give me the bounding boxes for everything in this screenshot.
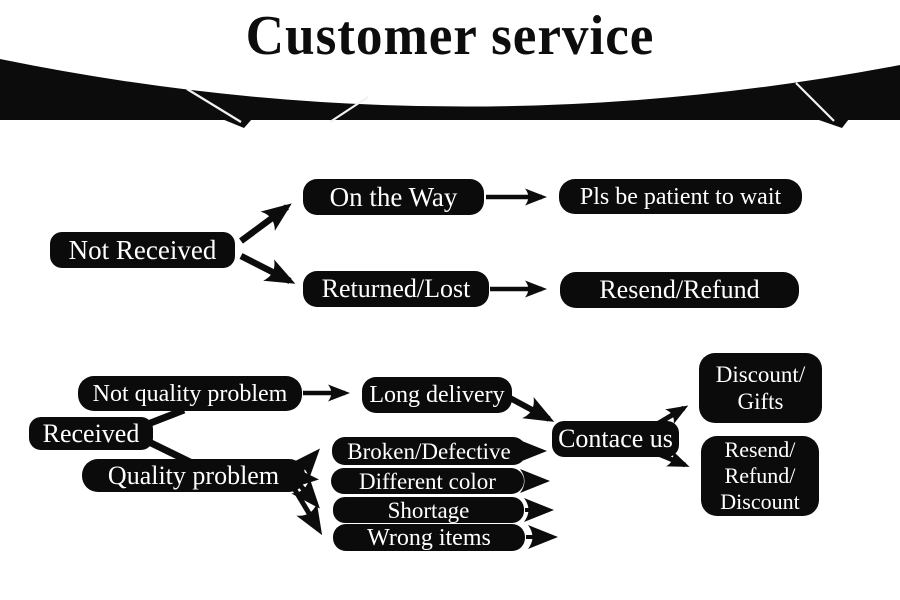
node-pls-be-patient: Pls be patient to wait <box>559 179 802 214</box>
flow2-arrows <box>145 384 690 549</box>
node-discount-gifts: Discount/ Gifts <box>699 353 822 423</box>
node-contact-us: Contace us <box>552 421 679 457</box>
rrd-line1: Resend/ <box>724 437 796 463</box>
node-received: Received <box>29 417 153 450</box>
node-long-delivery: Long delivery <box>362 377 512 413</box>
node-resend-refund: Resend/Refund <box>560 272 799 308</box>
discount-gifts-line1: Discount/ <box>715 361 806 387</box>
discount-gifts-line2: Gifts <box>737 389 784 414</box>
node-not-quality-problem: Not quality problem <box>78 376 302 411</box>
ribbon-banner-graphic <box>0 59 900 128</box>
node-broken-defective: Broken/Defective <box>332 437 526 465</box>
rrd-line3: Discount <box>720 488 800 514</box>
node-resend-refund-discount: Resend/ Refund/ Discount <box>701 436 819 516</box>
flow1-arrows <box>239 188 547 298</box>
node-not-received: Not Received <box>50 232 235 268</box>
node-different-color: Different color <box>331 468 524 494</box>
node-quality-problem: Quality problem <box>82 459 305 492</box>
page-title: Customer service <box>245 5 655 67</box>
node-wrong-items: Wrong items <box>333 524 525 551</box>
node-returned-lost: Returned/Lost <box>303 271 489 307</box>
rrd-line2: Refund/ <box>724 463 796 489</box>
node-shortage: Shortage <box>333 497 524 523</box>
node-on-the-way: On the Way <box>303 179 484 215</box>
